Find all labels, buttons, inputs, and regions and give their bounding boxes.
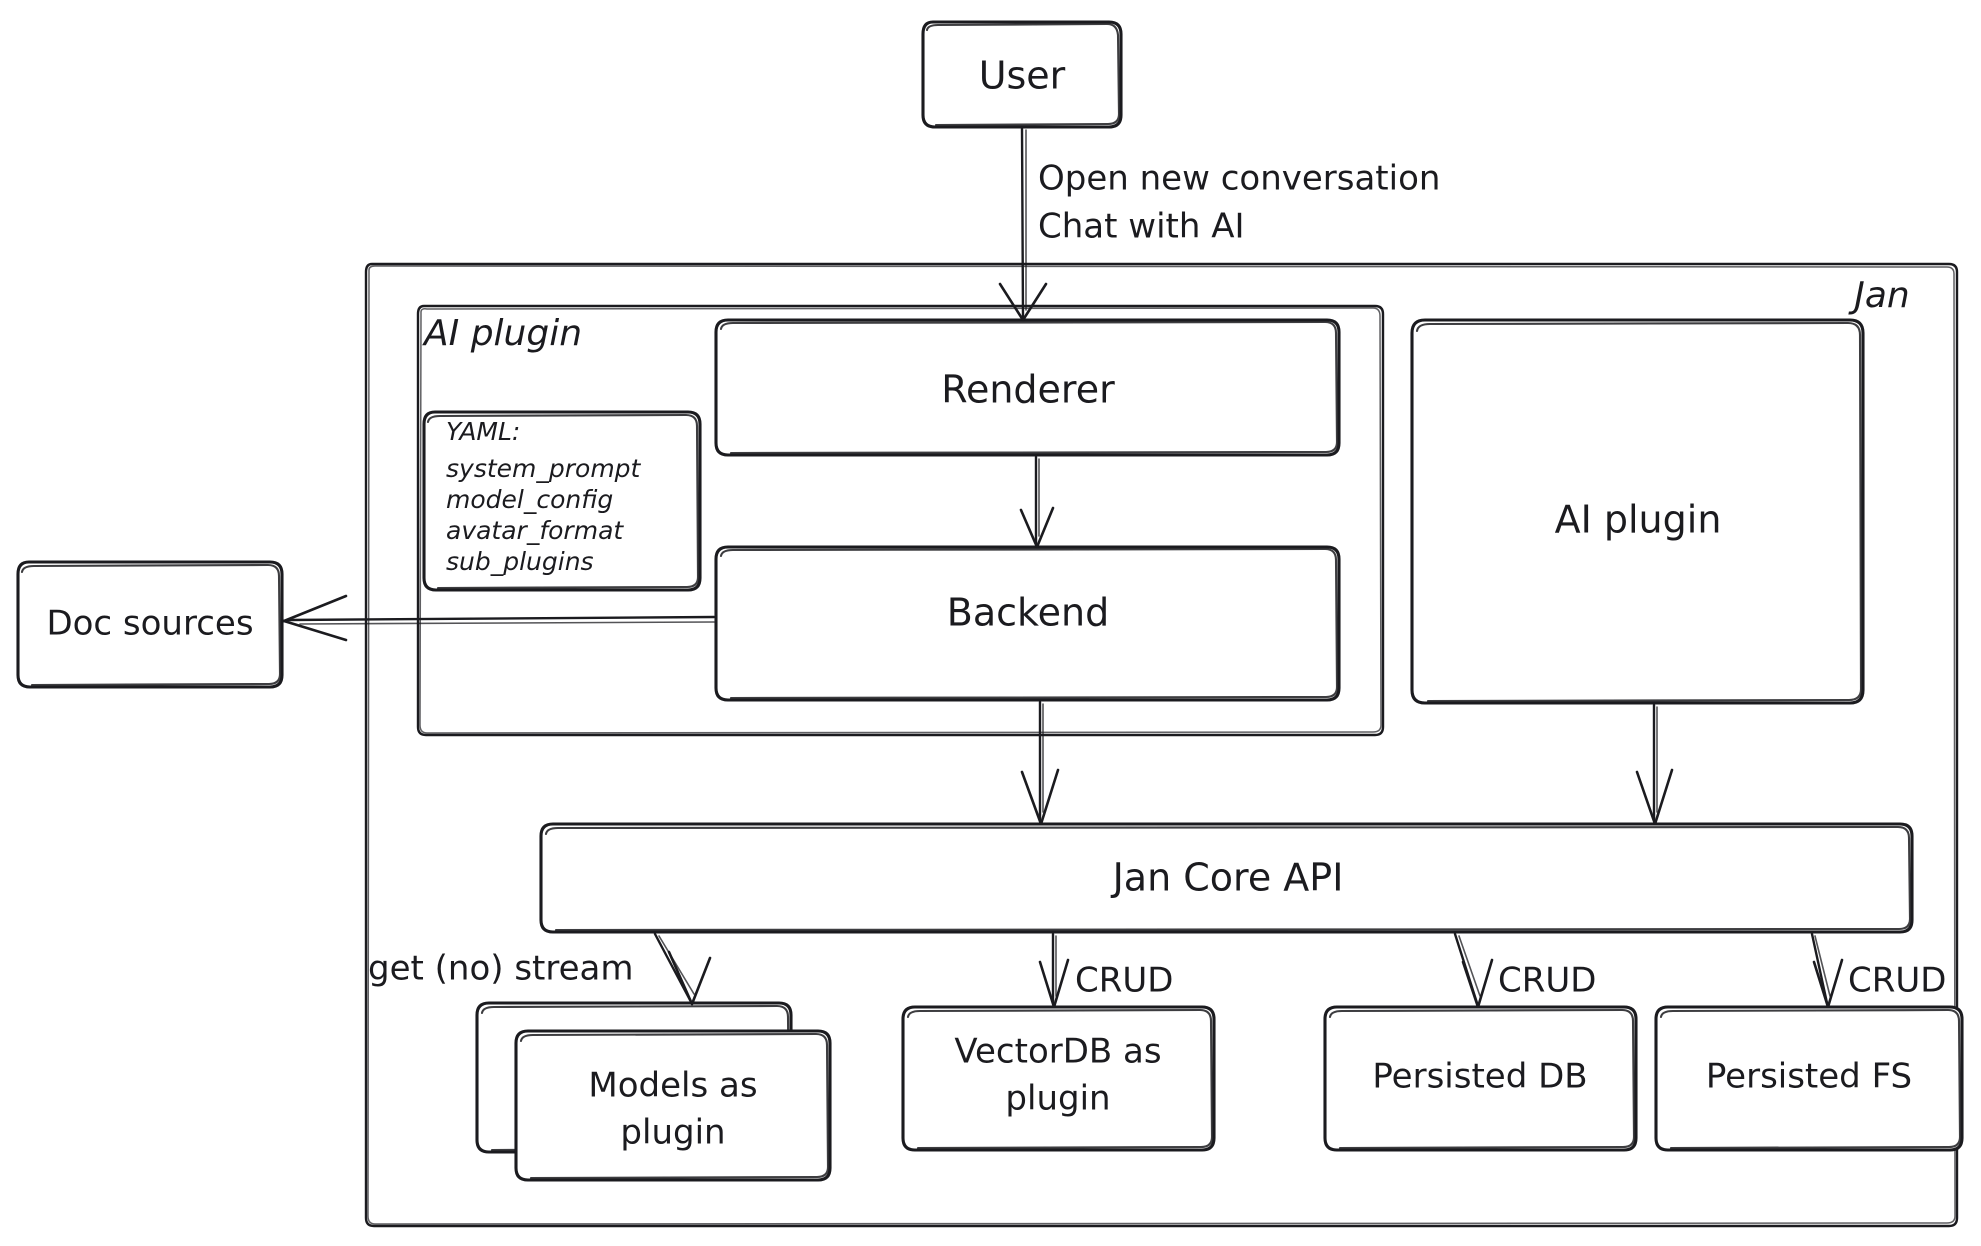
node-vectordb-as-plugin[interactable]: VectorDB as plugin	[901, 1005, 1216, 1152]
container-ai-plugin-group: AI plugin	[416, 304, 1385, 737]
container-ai-plugin-group-label: AI plugin	[422, 313, 582, 354]
edge-renderer-to-backend	[1019, 455, 1055, 549]
edge-jan-core-api-to-models: get (no) stream	[368, 932, 712, 1006]
edge-backend-to-doc-sources	[282, 594, 716, 642]
node-doc-sources[interactable]: Doc sources	[16, 560, 284, 689]
node-backend-label: Backend	[947, 591, 1109, 635]
node-backend[interactable]: Backend	[714, 545, 1341, 702]
note-yaml-item-2: avatar_format	[446, 516, 624, 545]
node-models-as-plugin-label-line1: Models as	[588, 1066, 757, 1106]
edge-user-to-renderer: Open new conversation Chat with AI	[998, 126, 1440, 322]
edge-jan-core-api-to-persisted-fs-label: CRUD	[1848, 961, 1946, 1001]
note-yaml-header: YAML:	[446, 417, 520, 446]
node-persisted-db[interactable]: Persisted DB	[1323, 1005, 1638, 1152]
node-jan-core-api[interactable]: Jan Core API	[539, 822, 1914, 934]
edge-user-to-renderer-label-line2: Chat with AI	[1038, 207, 1245, 247]
node-jan-core-api-label: Jan Core API	[1111, 856, 1344, 900]
node-models-as-plugin[interactable]: Models as plugin	[475, 1001, 832, 1182]
node-renderer-label: Renderer	[941, 368, 1115, 412]
node-ai-plugin-right[interactable]: AI plugin	[1410, 318, 1865, 705]
node-doc-sources-label: Doc sources	[46, 604, 253, 644]
container-jan: Jan	[364, 262, 1959, 1228]
note-yaml-item-3: sub_plugins	[446, 547, 594, 576]
note-yaml: YAML: system_prompt model_config avatar_…	[422, 410, 702, 592]
edge-jan-core-api-to-vectordb-label: CRUD	[1075, 961, 1173, 1001]
edge-jan-core-api-to-persisted-db-label: CRUD	[1498, 961, 1596, 1001]
edge-backend-to-jan-core-api	[1020, 700, 1060, 826]
note-yaml-item-0: system_prompt	[446, 454, 642, 483]
edge-user-to-renderer-label-line1: Open new conversation	[1038, 159, 1440, 199]
node-user-label: User	[979, 54, 1066, 98]
edge-jan-core-api-to-models-label: get (no) stream	[368, 949, 633, 989]
node-models-as-plugin-label-line2: plugin	[620, 1113, 725, 1153]
node-renderer[interactable]: Renderer	[714, 318, 1341, 457]
node-persisted-fs-label: Persisted FS	[1706, 1057, 1912, 1097]
container-jan-label: Jan	[1848, 275, 1910, 316]
edge-ai-plugin-to-jan-core-api	[1635, 703, 1674, 826]
note-yaml-item-1: model_config	[446, 485, 613, 514]
node-vectordb-as-plugin-label-line2: plugin	[1005, 1079, 1110, 1119]
edge-jan-core-api-to-vectordb: CRUD	[1038, 932, 1173, 1009]
edge-jan-core-api-to-persisted-db: CRUD	[1453, 932, 1596, 1009]
node-persisted-fs[interactable]: Persisted FS	[1654, 1005, 1964, 1152]
node-ai-plugin-right-label: AI plugin	[1555, 498, 1722, 542]
node-vectordb-as-plugin-label-line1: VectorDB as	[954, 1032, 1161, 1072]
edge-jan-core-api-to-persisted-fs: CRUD	[1810, 932, 1946, 1009]
node-persisted-db-label: Persisted DB	[1372, 1057, 1587, 1097]
node-user[interactable]: User	[921, 20, 1123, 129]
